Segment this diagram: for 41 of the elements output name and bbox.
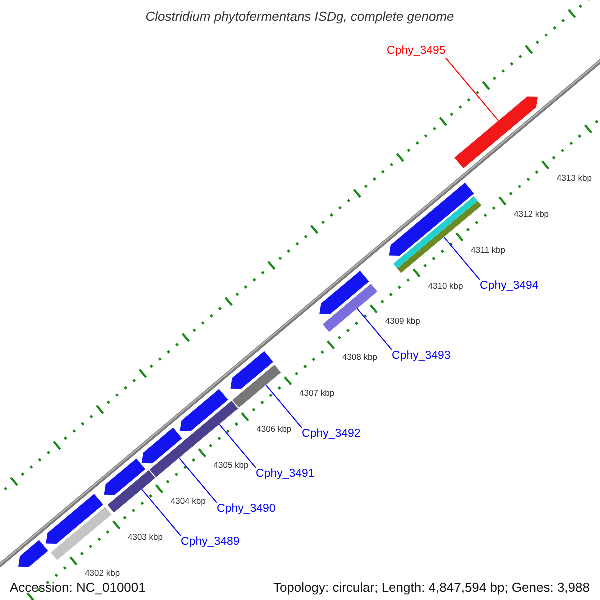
- position-label: 4309 kbp: [385, 316, 420, 328]
- gene-feature: [18, 540, 48, 568]
- gene-label: Cphy_3491: [256, 468, 315, 481]
- gene-label: Cphy_3494: [480, 280, 539, 293]
- gene-feature: [51, 507, 112, 560]
- position-label: 4313 kbp: [556, 172, 592, 184]
- leader-line: [178, 458, 218, 504]
- gene-feature: [104, 458, 146, 496]
- gene-label: Cphy_3490: [217, 503, 276, 516]
- position-label: 4311 kbp: [471, 244, 506, 256]
- gene-label: Cphy_3493: [392, 350, 451, 363]
- gene-label: Cphy_3495: [387, 45, 446, 58]
- position-label: 4304 kbp: [170, 496, 206, 508]
- position-label: 4302 kbp: [85, 568, 120, 580]
- leader-line: [266, 384, 302, 428]
- accession-text: Accession: NC_010001: [10, 580, 146, 595]
- genome-info-text: Topology: circular; Length: 4,847,594 bp; Genes: 3,988: [273, 580, 590, 595]
- gene-feature: [232, 365, 282, 408]
- leader-line: [141, 488, 182, 536]
- position-label: 4312 kbp: [514, 208, 550, 220]
- position-label: 4306 kbp: [256, 424, 292, 436]
- gene-label: Cphy_3489: [181, 536, 240, 549]
- gene-feature: [142, 428, 182, 464]
- leader-line: [445, 58, 500, 122]
- position-label: 4310 kbp: [428, 280, 464, 292]
- gene-feature: [322, 284, 378, 332]
- position-label: 4308 kbp: [342, 352, 378, 364]
- position-label: 4307 kbp: [300, 388, 335, 400]
- leader-line: [444, 236, 480, 280]
- position-label: 4305 kbp: [214, 460, 249, 472]
- gene-feature: [150, 438, 194, 478]
- leader-line: [356, 308, 392, 350]
- position-label: 4303 kbp: [128, 532, 163, 544]
- gene-feature: [108, 470, 156, 513]
- gene-feature: [180, 389, 228, 432]
- gene-feature: [454, 96, 538, 169]
- gene-feature: [46, 494, 104, 544]
- gene-feature: [230, 351, 274, 390]
- chart-title: Clostridium phytofermentans ISDg, complete genome: [144, 9, 456, 24]
- gene-feature: [320, 271, 370, 314]
- gene-label: Cphy_3492: [302, 428, 361, 441]
